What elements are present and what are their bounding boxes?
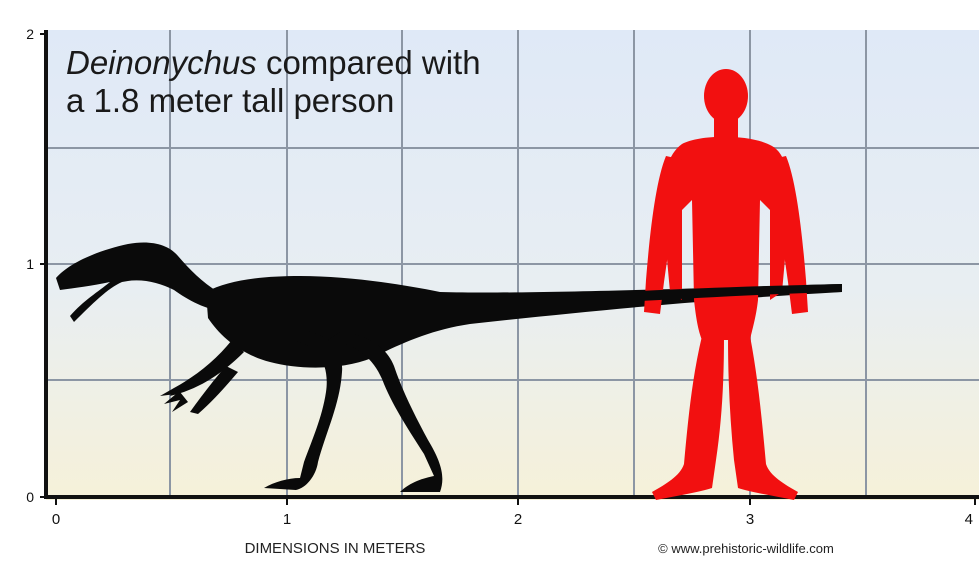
title-line-2: a 1.8 meter tall person [66, 82, 394, 119]
title-line-1: Deinonychus compared with [66, 44, 481, 81]
y-tick-label: 2 [26, 26, 34, 42]
credit-text: © www.prehistoric-wildlife.com [658, 541, 834, 556]
title-species: Deinonychus [66, 44, 257, 81]
y-tick-label: 1 [26, 256, 34, 272]
x-axis-label: DIMENSIONS IN METERS [245, 540, 426, 557]
x-tick-label: 3 [746, 511, 754, 528]
x-tick-label: 0 [52, 511, 60, 528]
title-rest: compared with [257, 44, 481, 81]
y-tick-label: 0 [26, 489, 34, 505]
x-tick-label: 4 [965, 511, 973, 528]
x-tick-label: 2 [514, 511, 522, 528]
person-neck [714, 118, 738, 140]
person-head [704, 69, 748, 123]
x-tick-label: 1 [283, 511, 291, 528]
